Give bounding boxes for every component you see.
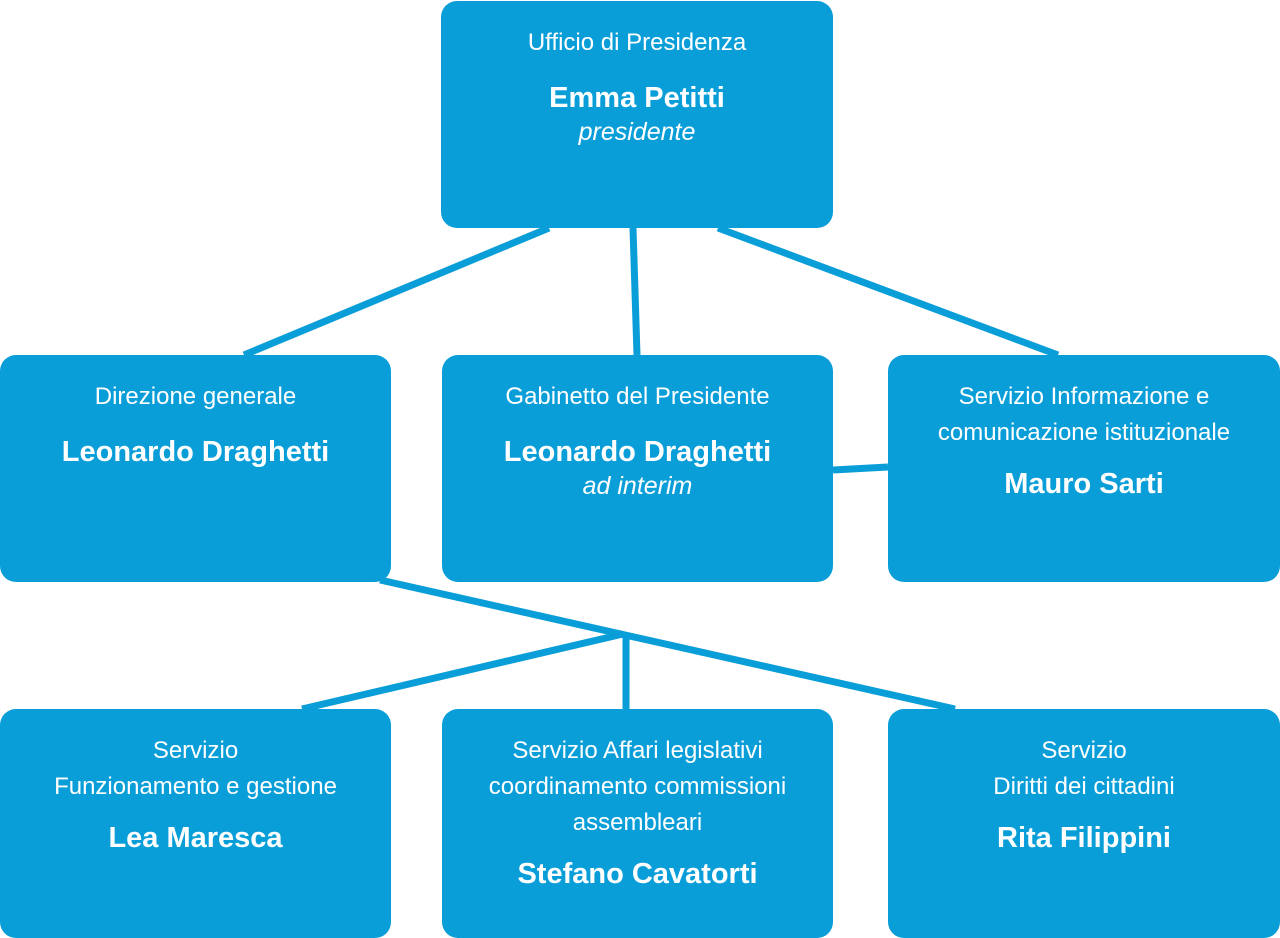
connector-presidency-direzione: [242, 224, 551, 359]
person-name: Mauro Sarti: [1004, 468, 1164, 500]
connector-gabinetto-informazione: [832, 463, 889, 474]
connector-presidency-gabinetto: [629, 227, 641, 356]
unit-name: Servizio Informazione e comunicazione is…: [937, 383, 1231, 446]
person-role: ad interim: [582, 472, 693, 500]
unit-name: Servizio Affari legislativi coordinament…: [488, 737, 787, 836]
unit-name: Direzione generale: [94, 383, 297, 410]
unit-name: Servizio Funzionamento e gestione: [54, 737, 337, 800]
person-name: Leonardo Draghetti: [503, 436, 772, 468]
connector-direzione-diritti: [379, 576, 956, 713]
person-role: presidente: [578, 118, 696, 146]
box-direzione-generale: Direzione generale Leonardo Draghetti: [0, 355, 391, 582]
person-name: Stefano Cavatorti: [517, 858, 758, 890]
unit-name: Gabinetto del Presidente: [505, 383, 770, 410]
box-ufficio-presidenza: Ufficio di Presidenza Emma Petitti presi…: [441, 1, 833, 228]
box-servizio-diritti-cittadini: Servizio Diritti dei cittadini Rita Fili…: [888, 709, 1280, 938]
box-gabinetto-presidente: Gabinetto del Presidente Leonardo Draghe…: [442, 355, 833, 582]
box-servizio-informazione: Servizio Informazione e comunicazione is…: [888, 355, 1280, 582]
connector-hub-funzionamento: [301, 630, 624, 713]
unit-name: Ufficio di Presidenza: [527, 29, 747, 56]
person-name: Rita Filippini: [997, 822, 1171, 854]
connector-presidency-informazione: [716, 224, 1060, 359]
unit-name: Servizio Diritti dei cittadini: [993, 737, 1175, 800]
person-name: Leonardo Draghetti: [61, 436, 330, 468]
person-name: Emma Petitti: [549, 82, 725, 114]
box-servizio-affari-legislativi: Servizio Affari legislativi coordinament…: [442, 709, 833, 938]
person-name: Lea Maresca: [108, 822, 283, 854]
box-servizio-funzionamento: Servizio Funzionamento e gestione Lea Ma…: [0, 709, 391, 938]
